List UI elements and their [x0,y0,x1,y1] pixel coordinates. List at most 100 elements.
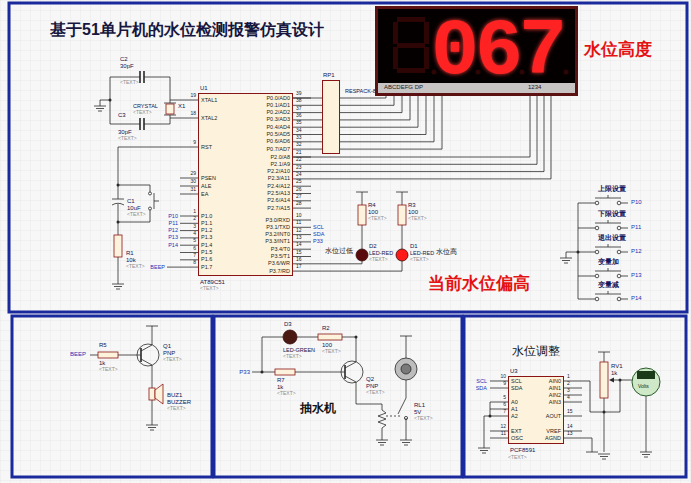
net-label: P12 [168,227,178,233]
switch-contact [617,297,621,301]
pin-number: 3 [193,224,196,230]
component-value: 10k [126,257,136,264]
pin-name: SDA [511,385,522,391]
pin-name: P0.2/AD2 [266,109,290,115]
pin-name: P2.6/A14 [267,197,290,203]
switch-contact [404,416,407,419]
component-value: PNP [366,383,378,390]
pin-name: P1.5 [201,249,212,255]
pin-name: P1.4 [201,242,212,248]
pin-name: P2.1/A9 [270,161,290,167]
part-name: RP1 [323,72,335,79]
pin-number: 9 [503,381,506,387]
placeholder-text: <TEXT> [118,136,137,142]
potentiometer-symbol [600,362,608,398]
pin-name: P1.0 [201,213,212,219]
pin-number: 10 [500,374,506,380]
resistor-symbol [318,334,342,340]
pin-name: P0.6/AD6 [266,138,290,144]
junction-dot [109,99,112,102]
pin-number: 21 [296,150,302,156]
display-segment [424,22,429,44]
pin-name: P0.3/AD3 [266,116,290,122]
junction-dot [261,371,264,374]
pin-name: P0.4/AD4 [266,124,290,130]
component-value: 10uF [127,205,141,212]
pin-number: 30 [190,179,196,185]
wire [478,352,652,459]
panel-frame [9,3,687,477]
resistor-symbol [358,205,366,225]
component-value: BUZZER [167,399,191,406]
pin-number: 22 [296,157,302,163]
pin-name: P2.2/A10 [267,168,290,174]
component-label: R2 [322,325,330,332]
placeholder-text: <TEXT> [414,416,433,422]
pin-name: A2 [511,413,518,419]
component-label: RL1 [414,402,425,409]
placeholder-text: <TEXT> [322,349,341,355]
display-segment [397,43,425,48]
pin-number: 24 [296,172,302,178]
part-label: ABCDEFG DP [384,84,423,91]
part-name: U1 [200,85,208,92]
pin-number: 29 [190,171,196,177]
pin-name: P0.7/AD7 [266,146,290,152]
component-label: C2 [120,56,128,63]
voltmeter-symbol [637,371,655,379]
switch-contact [595,201,599,205]
pin-number: 6 [503,402,506,408]
net-label: P10 [168,213,178,219]
pin-name: P3.1/TXD [266,224,290,230]
bus-wire [340,96,442,149]
pin-name: P2.0/A8 [270,154,290,160]
switch-contact [617,201,621,205]
pin-number: 33 [296,135,302,141]
net-label: SDA [476,385,487,391]
pin-number: 10 [296,213,302,219]
part-label: PCF8591 [510,447,535,454]
component-label: RV1 [611,363,623,370]
switch-contact [595,226,599,230]
wiper-arrow [609,378,614,383]
component-label: R1 [126,250,134,257]
placeholder-text: <TEXT> [200,286,219,292]
led-symbol [396,249,408,261]
switch-contact [595,250,599,254]
diagram-title: 基于51单片机的水位检测报警仿真设计 [50,21,324,39]
button-caption: 退出设置 [598,234,626,242]
panel-frame [12,316,212,477]
pin-number: 19 [190,93,196,99]
component-label: C3 [118,112,126,119]
pin-number: 35 [296,120,302,126]
wire [94,77,180,124]
component-value: 30pF [120,63,134,70]
wire [311,96,551,179]
component-value: 5V [414,409,421,416]
panel-frame [9,3,687,312]
button-caption: 变量减 [598,281,619,289]
net-label: P12 [631,248,642,255]
buzzer-symbol [149,388,155,400]
pin-number: 15 [567,409,573,415]
component-label: X1 [178,103,185,110]
pin-name: P1.3 [201,234,212,240]
wire [90,326,158,430]
pin-name: A0 [511,399,518,405]
wire [311,192,408,271]
placeholder-text: <TEXT> [163,357,182,363]
pin-name: OSC [511,435,523,441]
pin-name: AIN0 [549,378,561,384]
pin-number: 13 [567,431,573,437]
junction-dot [603,411,606,414]
pin-name: P2.7/A15 [267,205,290,211]
wire [252,336,412,445]
pin-name: AIN1 [549,385,561,391]
placeholder-text: <TEXT> [133,110,152,116]
resistor-symbol [114,235,122,257]
pin-name: P0.0/AD0 [266,95,290,101]
net-label: P10 [631,199,642,206]
